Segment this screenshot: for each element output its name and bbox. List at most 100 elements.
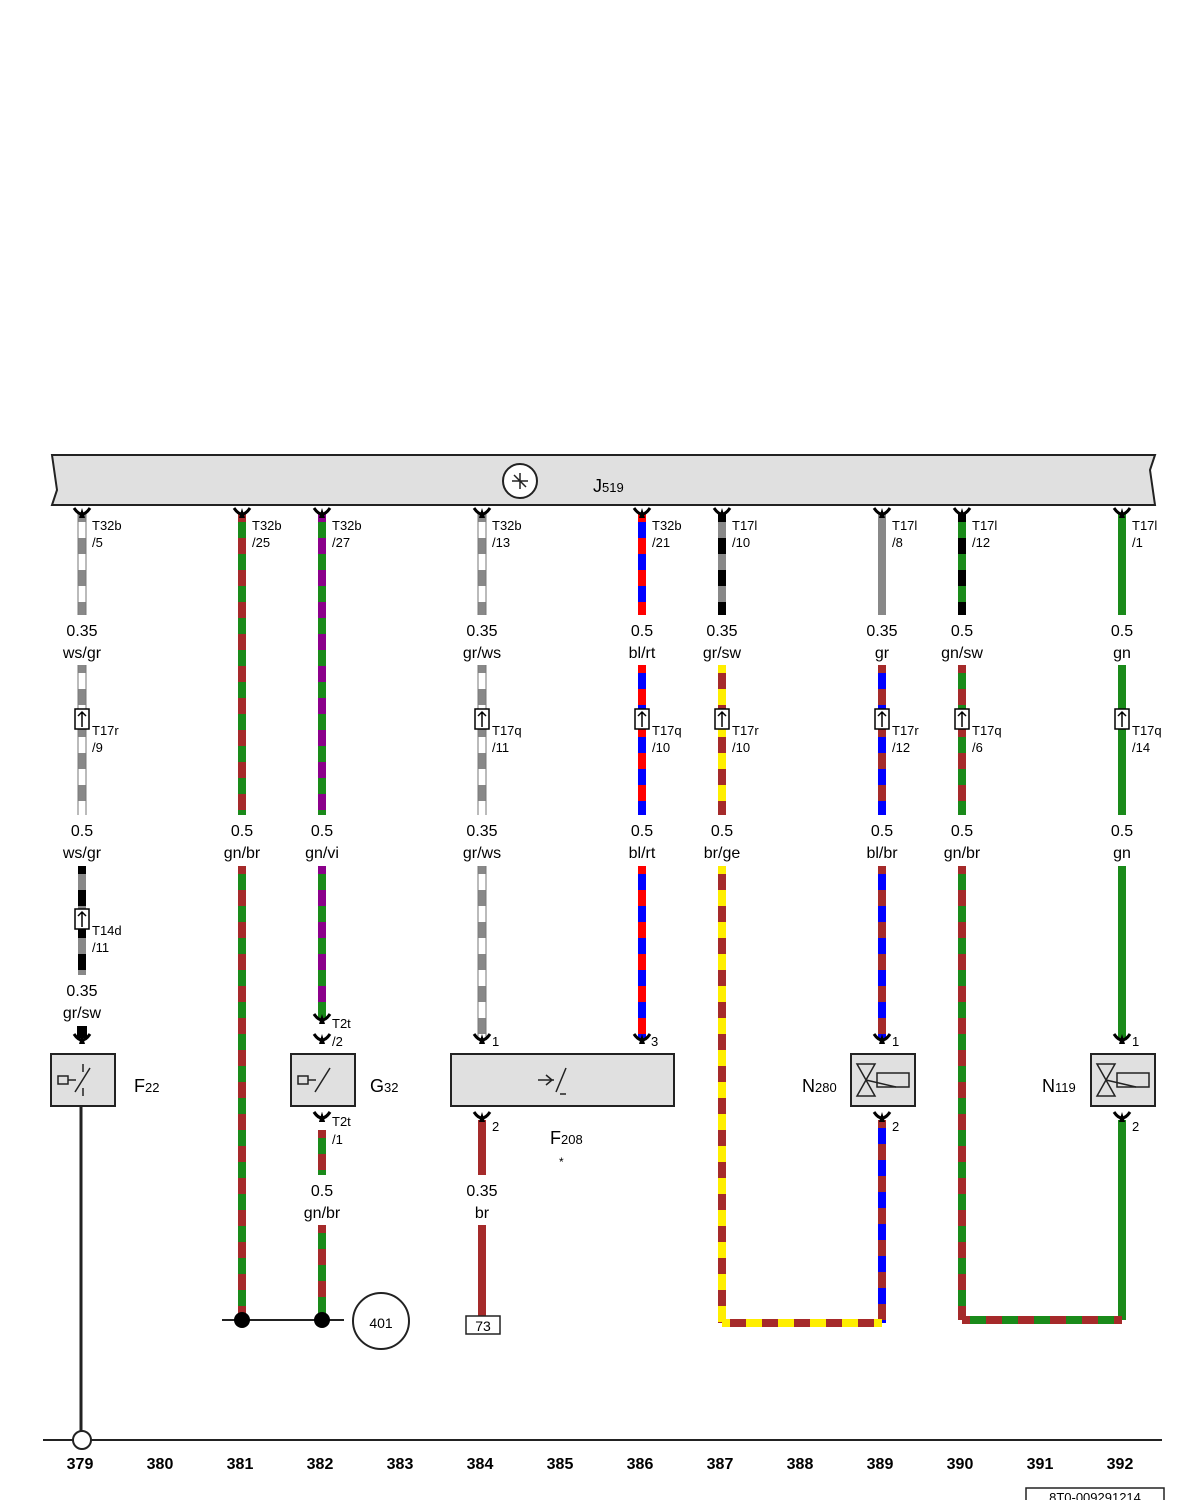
- wire-w379-segment[interactable]: [77, 665, 87, 815]
- column-number: 390: [947, 1456, 974, 1473]
- wire-w379-segment[interactable]: [77, 514, 87, 615]
- connector-pin-icon: [632, 1033, 652, 1044]
- connector-pin-icon: [72, 1033, 92, 1044]
- connector-pin: /10: [732, 740, 750, 755]
- wire-color-label: gr/sw: [63, 1005, 102, 1022]
- column-number: 389: [867, 1456, 894, 1473]
- connector-pin: /10: [732, 535, 750, 550]
- wire-w384-segment[interactable]: [477, 665, 487, 815]
- connector-pin-icon: [232, 507, 252, 518]
- ref-circle-label: 401: [369, 1315, 393, 1331]
- column-number: 387: [707, 1456, 734, 1473]
- ground-point[interactable]: [72, 1430, 92, 1450]
- connector-box-icon: [74, 708, 90, 730]
- connector-box-icon: [474, 708, 490, 730]
- labels-layer: T32b/5T17r/9T14d/110.35ws/gr0.5ws/gr0.35…: [62, 518, 1162, 1222]
- connector-box-icon: [74, 908, 90, 930]
- g32-code: G: [370, 1076, 384, 1096]
- component-n119[interactable]: N119 1 2: [1042, 1034, 1156, 1134]
- switch-icon: [297, 1067, 331, 1093]
- component-n280[interactable]: N280 1 2: [802, 1034, 916, 1134]
- n280-pin-1: 1: [892, 1034, 899, 1049]
- column-number: 388: [787, 1456, 814, 1473]
- connector-code: T32b: [332, 518, 362, 533]
- wire-size-label: 0.5: [311, 1183, 333, 1200]
- valve-icon: [1095, 1063, 1150, 1097]
- wire-color-label: br: [475, 1205, 490, 1222]
- ref-box[interactable]: 73: [465, 1315, 501, 1335]
- f22-terminal: [77, 1026, 87, 1038]
- connector-code: T17l: [1132, 518, 1157, 533]
- wire-color-label: gn/br: [944, 845, 981, 862]
- connector-code: T17r: [892, 723, 919, 738]
- junction-381-382[interactable]: [222, 1312, 344, 1328]
- ref-box-label: 73: [475, 1318, 491, 1334]
- wire-size-label: 0.5: [311, 823, 333, 840]
- component-f22[interactable]: F22: [50, 1053, 159, 1107]
- connector-box-icon: [1114, 708, 1130, 730]
- connector-pin-icon: [872, 1033, 892, 1044]
- wire-size-label: 0.35: [66, 983, 97, 1000]
- component-g32[interactable]: G32: [290, 1053, 398, 1107]
- column-number: 380: [147, 1456, 174, 1473]
- connector-pin: /25: [252, 535, 270, 550]
- wire-w384-segment[interactable]: [477, 866, 487, 1040]
- wire-size-label: 0.35: [466, 623, 497, 640]
- connector-pin-icon: [872, 1111, 892, 1122]
- wire-color-label: gr/sw: [703, 645, 742, 662]
- wire-size-label: 0.35: [466, 1183, 497, 1200]
- wire-w384-segment[interactable]: [477, 514, 487, 615]
- connector-code: T17l: [972, 518, 997, 533]
- wire-size-label: 0.5: [871, 823, 893, 840]
- connector-pin-icon: [312, 1033, 332, 1044]
- f208-pin-2: 2: [492, 1119, 499, 1134]
- svg-text:N119: N119: [1042, 1076, 1076, 1096]
- wire-size-label: 0.35: [706, 623, 737, 640]
- column-number: 386: [627, 1456, 654, 1473]
- connector-code: T17l: [892, 518, 917, 533]
- wire-size-label: 0.5: [711, 823, 733, 840]
- n119-sub: 119: [1055, 1080, 1076, 1095]
- wire-size-label: 0.5: [951, 823, 973, 840]
- wire-color-label: gr/ws: [463, 645, 501, 662]
- f22-code: F: [134, 1076, 145, 1096]
- wire-color-label: gr: [875, 645, 890, 662]
- connector-pin-icon: [312, 1111, 332, 1122]
- f208-note: *: [559, 1155, 564, 1169]
- connector-box-icon: [714, 708, 730, 730]
- connector-pin: /27: [332, 535, 350, 550]
- switch-icon: [57, 1064, 91, 1096]
- column-number: 384: [467, 1456, 494, 1473]
- wire-size-label: 0.5: [71, 823, 93, 840]
- module-sub: 519: [602, 480, 624, 495]
- component-f208[interactable]: F208 * 1 3 2: [450, 1034, 675, 1169]
- connector-pin: /14: [1132, 740, 1150, 755]
- column-number: 381: [227, 1456, 254, 1473]
- connector-code: T17q: [1132, 723, 1162, 738]
- wire-color-label: gn/sw: [941, 645, 983, 662]
- connector-pin-icon: [872, 507, 892, 518]
- ref-circle[interactable]: 401: [352, 1292, 410, 1350]
- wire-size-label: 0.35: [66, 623, 97, 640]
- connector-pin: /12: [972, 535, 990, 550]
- connector-code: T2t: [332, 1016, 351, 1031]
- connector-code: T17r: [92, 723, 119, 738]
- connector-pin-icon: [1112, 1033, 1132, 1044]
- control-module-j519[interactable]: J519: [50, 454, 1157, 506]
- connector-code: T32b: [92, 518, 122, 533]
- connector-pin: /2: [332, 1034, 343, 1049]
- pressure-switch-icon: [538, 1067, 567, 1095]
- connector-box-icon: [634, 708, 650, 730]
- wire-size-label: 0.5: [231, 823, 253, 840]
- connector-pin: /1: [332, 1132, 343, 1147]
- column-number: 379: [67, 1456, 94, 1473]
- column-number: 392: [1107, 1456, 1134, 1473]
- wire-size-label: 0.5: [1111, 823, 1133, 840]
- connector-code: T17r: [732, 723, 759, 738]
- connector-pin-icon: [1112, 507, 1132, 518]
- valve-icon: [855, 1063, 910, 1097]
- connector-pin: /11: [492, 740, 509, 755]
- wire-size-label: 0.35: [866, 623, 897, 640]
- connector-code: T17q: [652, 723, 682, 738]
